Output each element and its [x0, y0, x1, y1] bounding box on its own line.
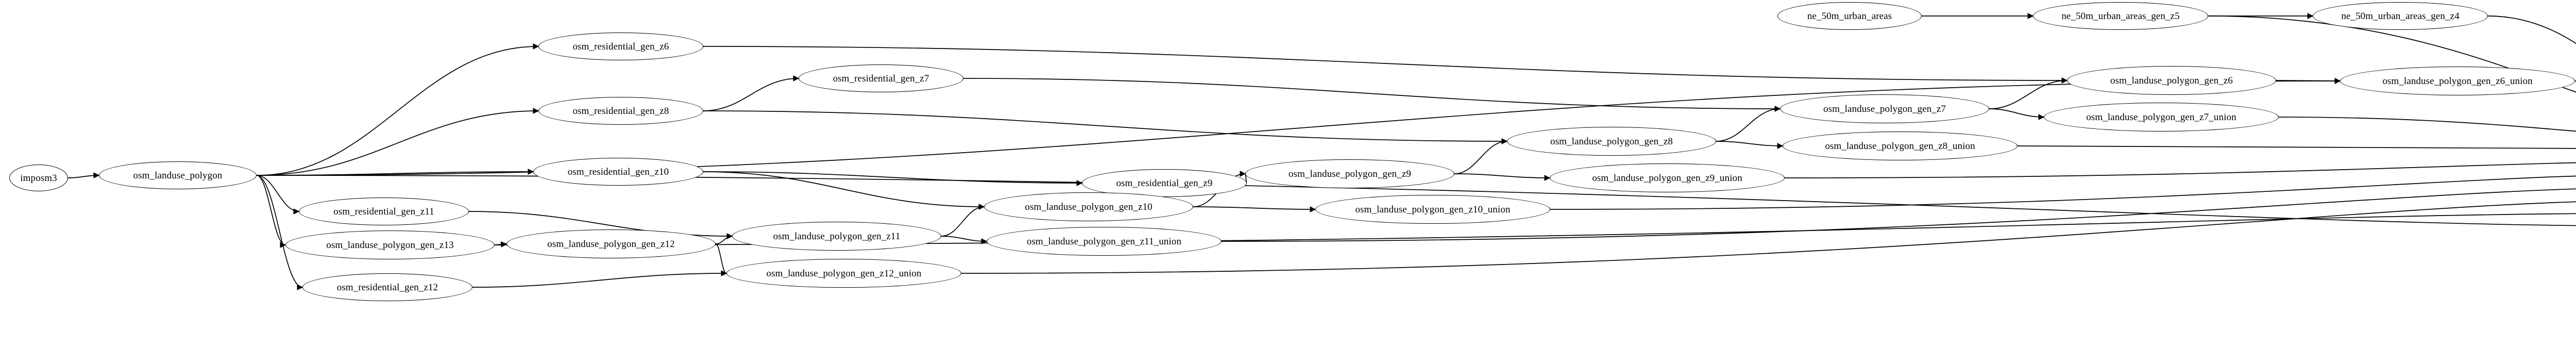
- graph-node-osm-landuse-polygon-gen-z13[interactable]: osm_landuse_polygon_gen_z13: [285, 231, 495, 259]
- graph-node-osm-residential-gen-z12[interactable]: osm_residential_gen_z12: [302, 273, 472, 301]
- graph-node-label: osm_landuse_polygon_gen_z12_union: [766, 268, 922, 279]
- graph-node-osm-landuse-polygon-gen-z12-union[interactable]: osm_landuse_polygon_gen_z12_union: [726, 259, 961, 288]
- graph-edge: [703, 46, 2068, 84]
- graph-edge: [941, 204, 985, 237]
- graph-node-label: osm_landuse_polygon_gen_z9: [1289, 168, 1411, 179]
- graph-node-imposm3[interactable]: imposm3: [9, 164, 68, 191]
- graph-edge: [1716, 141, 1784, 149]
- graph-node-osm-landuse-polygon-gen-z8-union[interactable]: osm_landuse_polygon_gen_z8_union: [1783, 131, 2018, 160]
- graph-node-label: osm_landuse_polygon_gen_z6: [2110, 75, 2233, 86]
- graph-node-label: osm_residential_gen_z12: [336, 282, 438, 293]
- graph-node-label: osm_landuse_polygon_gen_z7_union: [2086, 111, 2236, 123]
- graph-edge: [703, 110, 1508, 144]
- graph-node-label: osm_residential_gen_z9: [1116, 177, 1213, 189]
- graph-node-label: osm_landuse_polygon_gen_z10: [1025, 201, 1153, 212]
- graph-edge: [703, 171, 985, 210]
- graph-node-osm-landuse-polygon-gen-z11-union[interactable]: osm_landuse_polygon_gen_z11_union: [987, 227, 1222, 256]
- graph-edge: [2017, 145, 2576, 150]
- graph-node-osm-landuse-polygon-gen-z8[interactable]: osm_landuse_polygon_gen_z8: [1507, 127, 1716, 156]
- graph-node-label: osm_residential_gen_z10: [567, 166, 669, 177]
- graph-edge: [1454, 138, 1508, 174]
- graph-edge: [961, 201, 2576, 274]
- graph-edge: [1989, 108, 2045, 120]
- graph-node-ne-50m-urban-areas-gen-z5[interactable]: ne_50m_urban_areas_gen_z5: [2033, 2, 2208, 30]
- graph-node-label: ne_50m_urban_areas_gen_z5: [2061, 10, 2180, 22]
- graph-edge: [703, 171, 1083, 186]
- graph-edge: [256, 175, 303, 290]
- graph-node-osm-residential-gen-z7[interactable]: osm_residential_gen_z7: [799, 64, 963, 92]
- graph-node-osm-landuse-polygon-gen-z12[interactable]: osm_landuse_polygon_gen_z12: [506, 229, 716, 258]
- graph-node-label: imposm3: [20, 172, 57, 184]
- graph-node-label: osm_landuse_polygon_gen_z13: [326, 239, 454, 251]
- graph-node-osm-landuse-polygon-gen-z10[interactable]: osm_landuse_polygon_gen_z10: [984, 192, 1193, 221]
- graph-edge: [1716, 106, 1781, 142]
- graph-node-label: osm_landuse_polygon: [133, 170, 223, 181]
- graph-node-osm-landuse-polygon-gen-z7-union[interactable]: osm_landuse_polygon_gen_z7_union: [2044, 103, 2279, 131]
- graph-edge: [1221, 188, 2576, 242]
- graph-node-osm-residential-gen-z10[interactable]: osm_residential_gen_z10: [533, 158, 703, 186]
- graph-node-osm-residential-gen-z8[interactable]: osm_residential_gen_z8: [538, 97, 703, 125]
- graph-edge: [256, 175, 300, 215]
- graph-edge: [256, 175, 286, 248]
- graph-node-osm-landuse-polygon-gen-z11[interactable]: osm_landuse_polygon_gen_z11: [732, 222, 941, 251]
- graph-edge: [1193, 206, 1316, 212]
- graph-node-osm-landuse-polygon-gen-z7[interactable]: osm_landuse_polygon_gen_z7: [1780, 94, 1989, 123]
- graph-edge: [715, 243, 727, 276]
- graph-node-label: osm_landuse_polygon_gen_z7: [1823, 103, 1946, 114]
- graph-node-ne-50m-urban-areas[interactable]: ne_50m_urban_areas: [1777, 2, 1922, 30]
- graph-edge: [2276, 77, 2341, 84]
- graph-node-label: osm_landuse_polygon_gen_z10_union: [1355, 204, 1511, 215]
- graph-node-label: osm_landuse_polygon_gen_z8: [1550, 136, 1673, 147]
- graph-node-osm-landuse-polygon[interactable]: osm_landuse_polygon: [99, 161, 257, 189]
- graph-edge: [472, 270, 727, 288]
- graph-node-label: osm_landuse_polygon_gen_z6_union: [2382, 75, 2533, 87]
- graph-edge: [2278, 117, 2576, 132]
- graph-node-label: osm_landuse_polygon_gen_z11_union: [1026, 236, 1182, 247]
- graph-node-osm-landuse-polygon-gen-z9[interactable]: osm_landuse_polygon_gen_z9: [1245, 159, 1454, 188]
- graph-edge: [1550, 175, 2576, 210]
- graph-edge: [941, 236, 988, 244]
- graph-node-label: osm_residential_gen_z8: [572, 105, 669, 117]
- graph-node-osm-landuse-polygon-gen-z6-union[interactable]: osm_landuse_polygon_gen_z6_union: [2340, 67, 2575, 95]
- graph-node-osm-landuse-polygon-gen-z10-union[interactable]: osm_landuse_polygon_gen_z10_union: [1315, 195, 1550, 224]
- graph-node-label: osm_landuse_polygon_gen_z11: [773, 231, 901, 242]
- graph-edge: [715, 233, 733, 244]
- graph-edge: [256, 108, 539, 176]
- graph-node-osm-landuse-polygon-gen-z6[interactable]: osm_landuse_polygon_gen_z6: [2067, 66, 2276, 95]
- graph-edge: [256, 175, 2576, 226]
- graph-node-osm-residential-gen-z11[interactable]: osm_residential_gen_z11: [299, 198, 469, 225]
- graph-node-osm-residential-gen-z6[interactable]: osm_residential_gen_z6: [538, 32, 703, 60]
- graph-node-label: osm_residential_gen_z6: [572, 41, 669, 52]
- graph-node-label: osm_landuse_polygon_gen_z9_union: [1592, 172, 1742, 184]
- graph-edge: [1454, 173, 1551, 181]
- graph-edge: [703, 75, 800, 111]
- graph-node-label: osm_landuse_polygon_gen_z12: [547, 238, 675, 250]
- graph-edge: [963, 78, 1781, 112]
- graph-edge: [1989, 77, 2068, 109]
- graph-node-label: ne_50m_urban_areas: [1807, 10, 1892, 22]
- graph-node-label: ne_50m_urban_areas_gen_z4: [2341, 10, 2460, 22]
- graph-edge: [67, 172, 100, 178]
- graph-node-ne-50m-urban-areas-gen-z4[interactable]: ne_50m_urban_areas_gen_z4: [2313, 2, 2488, 30]
- graph-edge: [2487, 15, 2576, 44]
- graph-edge: [2208, 15, 2576, 93]
- graph-node-label: osm_landuse_polygon_gen_z8_union: [1825, 140, 1975, 152]
- graph-edge: [1784, 162, 2576, 178]
- graph-edge: [256, 43, 539, 176]
- graph-node-label: osm_residential_gen_z7: [833, 73, 929, 84]
- graph-node-osm-landuse-polygon-gen-z9-union[interactable]: osm_landuse_polygon_gen_z9_union: [1550, 163, 1785, 192]
- graph-node-label: osm_residential_gen_z11: [333, 206, 434, 217]
